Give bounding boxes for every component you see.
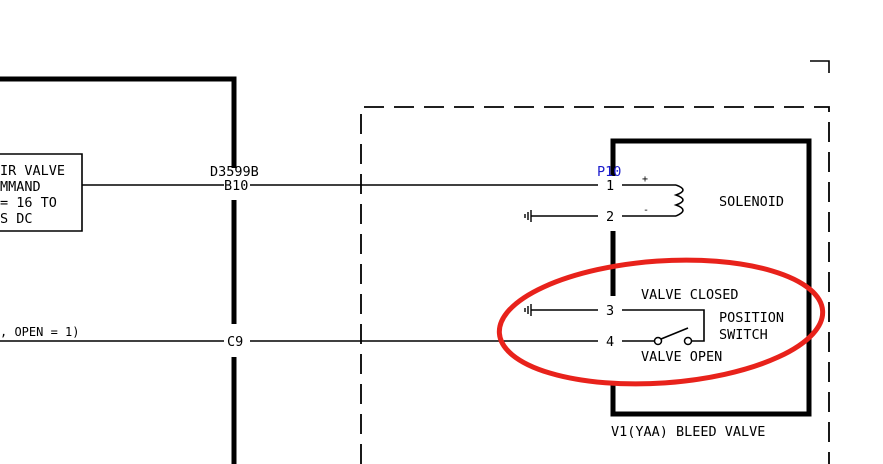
command-box-line-2: MMAND — [0, 179, 41, 195]
pin-1-label: 1 — [606, 178, 614, 194]
command-box-line-3: = 16 TO — [0, 195, 57, 211]
solenoid-label: SOLENOID — [719, 194, 784, 210]
signal-label: , OPEN = 1) — [0, 325, 79, 339]
pin-b10-label: B10 — [224, 178, 248, 194]
pin-c9-label: C9 — [227, 334, 243, 350]
ground-symbol-pin-3 — [524, 304, 532, 316]
position-switch-label-2: SWITCH — [719, 327, 768, 343]
component-boundary — [360, 106, 830, 464]
left-connector-block — [0, 76, 237, 168]
pin-2-label: 2 — [606, 209, 614, 225]
command-box-line-1: IR VALVE — [0, 163, 65, 179]
solenoid-minus-sign: - — [643, 205, 649, 216]
corner-bracket — [810, 60, 830, 73]
valve-open-label: VALVE OPEN — [641, 349, 722, 365]
ground-symbol-pin-2 — [524, 210, 532, 222]
position-switch-label-1: POSITION — [719, 310, 784, 326]
connector-name-p10: P10 — [597, 164, 621, 180]
solenoid-plus-sign: + — [642, 174, 648, 185]
command-box-line-4: S DC — [0, 211, 33, 227]
pin-3-label: 3 — [606, 303, 614, 319]
solenoid-coil — [673, 184, 684, 217]
valve-closed-label: VALVE CLOSED — [641, 287, 739, 303]
highlight-ellipse — [496, 257, 826, 387]
switch-closed-lead — [622, 309, 705, 342]
p10-connector-block — [610, 138, 812, 417]
pin-4-label: 4 — [606, 334, 614, 350]
wire-id-label: D3599B — [210, 164, 259, 180]
switch-blade — [660, 327, 689, 340]
air-valve-command-box — [0, 153, 83, 232]
switch-contact-right — [683, 336, 693, 346]
component-label: V1(YAA) BLEED VALVE — [611, 424, 765, 440]
switch-contact-left — [653, 336, 663, 346]
